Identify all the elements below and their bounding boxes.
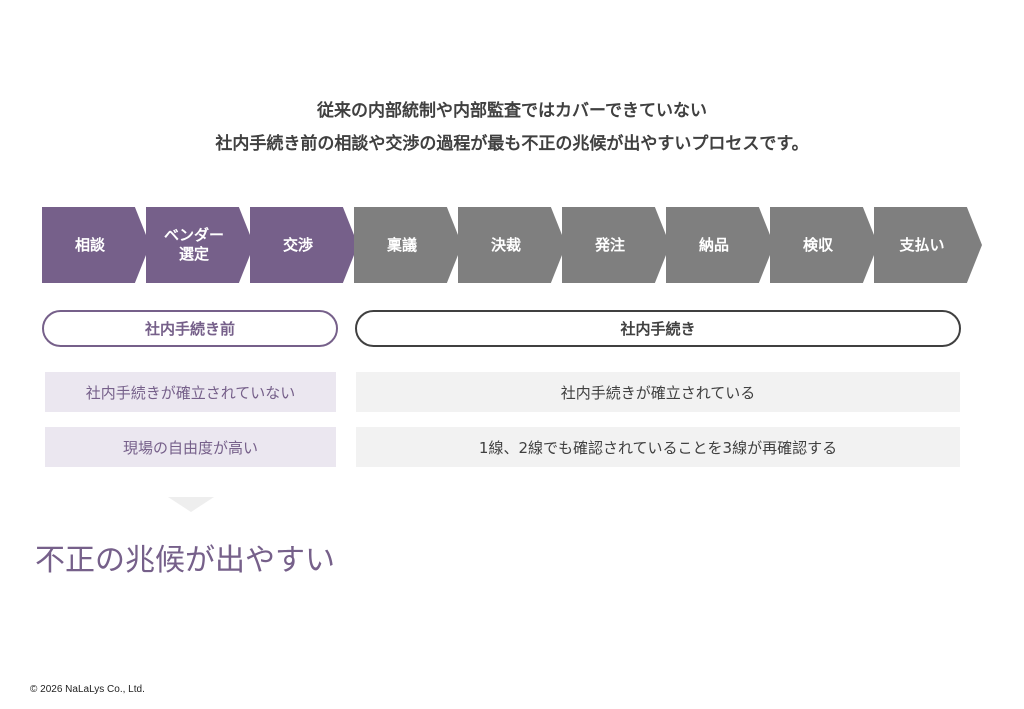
process-step: 相談: [42, 207, 150, 283]
process-step: 支払い: [874, 207, 982, 283]
before-row-2: 現場の自由度が高い: [45, 427, 336, 467]
down-arrow-icon: [168, 497, 214, 512]
process-step: 交渉: [250, 207, 358, 283]
process-step: 稟議: [354, 207, 462, 283]
process-step: 検収: [770, 207, 878, 283]
during-row-1: 社内手続きが確立されている: [356, 372, 960, 412]
phase-before-label: 社内手続き前: [42, 310, 338, 347]
process-step: ベンダー 選定: [146, 207, 254, 283]
title-line-1: 従来の内部統制や内部監査ではカバーできていない: [317, 101, 707, 121]
process-step: 決裁: [458, 207, 566, 283]
copyright: © 2026 NaLaLys Co., Ltd.: [30, 684, 145, 695]
title-line-2: 社内手続き前の相談や交渉の過程が最も不正の兆候が出やすいプロセスです。: [215, 134, 809, 154]
phase-during-label: 社内手続き: [355, 310, 961, 347]
conclusion: 不正の兆候が出やすい: [35, 543, 335, 578]
during-row-2: 1線、2線でも確認されていることを3線が再確認する: [356, 427, 960, 467]
before-row-1: 社内手続きが確立されていない: [45, 372, 336, 412]
process-step: 納品: [666, 207, 774, 283]
process-step: 発注: [562, 207, 670, 283]
